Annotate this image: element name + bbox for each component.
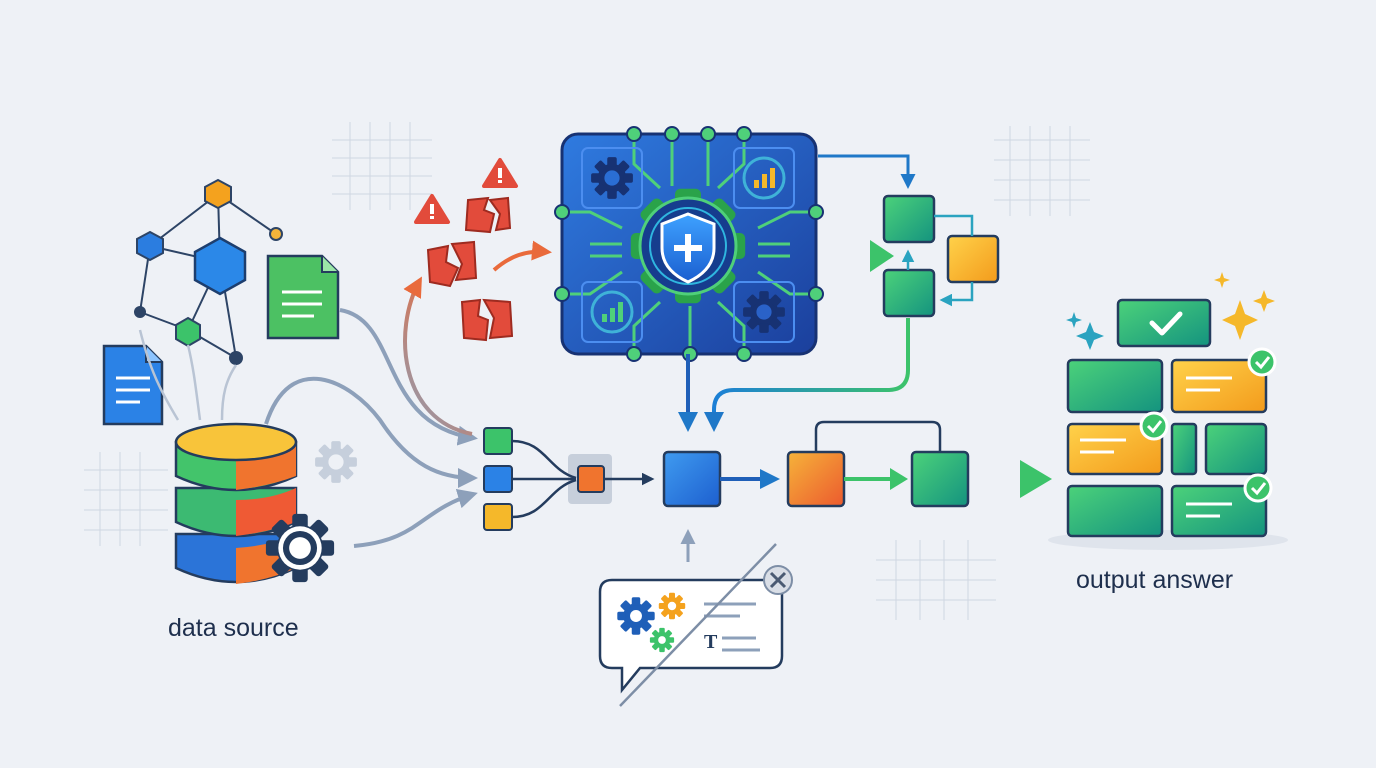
module-cluster <box>882 194 1000 318</box>
input-arrows <box>264 308 478 548</box>
pipeline-nodes <box>483 427 612 531</box>
merge-lines <box>511 439 655 519</box>
check-icon <box>1243 473 1273 503</box>
sparkle-icon <box>1066 272 1275 350</box>
output-answer-label: output answer <box>1076 566 1234 594</box>
broken-fragments <box>426 196 514 342</box>
background-grids <box>84 122 1090 620</box>
gear-icon <box>591 157 633 199</box>
gear-icon <box>617 597 655 635</box>
source-streams <box>138 329 238 421</box>
bar-chart-icon <box>742 156 786 200</box>
gear-icon <box>658 592 686 620</box>
error-arrows <box>403 240 552 436</box>
check-icon <box>1247 347 1277 377</box>
check-icon <box>1139 411 1169 441</box>
gear-icon <box>649 627 675 653</box>
chip-output-arrows <box>678 154 916 432</box>
output-answer-board <box>1048 298 1288 550</box>
data-source-label: data source <box>168 614 299 642</box>
network-nodes <box>134 178 283 365</box>
document-icon <box>102 344 164 426</box>
shield-plus-icon <box>630 188 746 304</box>
warning-icon <box>414 194 450 224</box>
main-pipeline <box>662 420 1052 508</box>
document-icon <box>266 254 340 340</box>
close-icon <box>763 565 793 595</box>
gear-icon <box>265 513 335 583</box>
gear-icon <box>743 291 785 333</box>
gear-icon <box>315 441 357 483</box>
bar-chart-icon <box>590 290 634 334</box>
svg-text:T: T <box>704 631 718 653</box>
warning-icon <box>482 158 518 188</box>
